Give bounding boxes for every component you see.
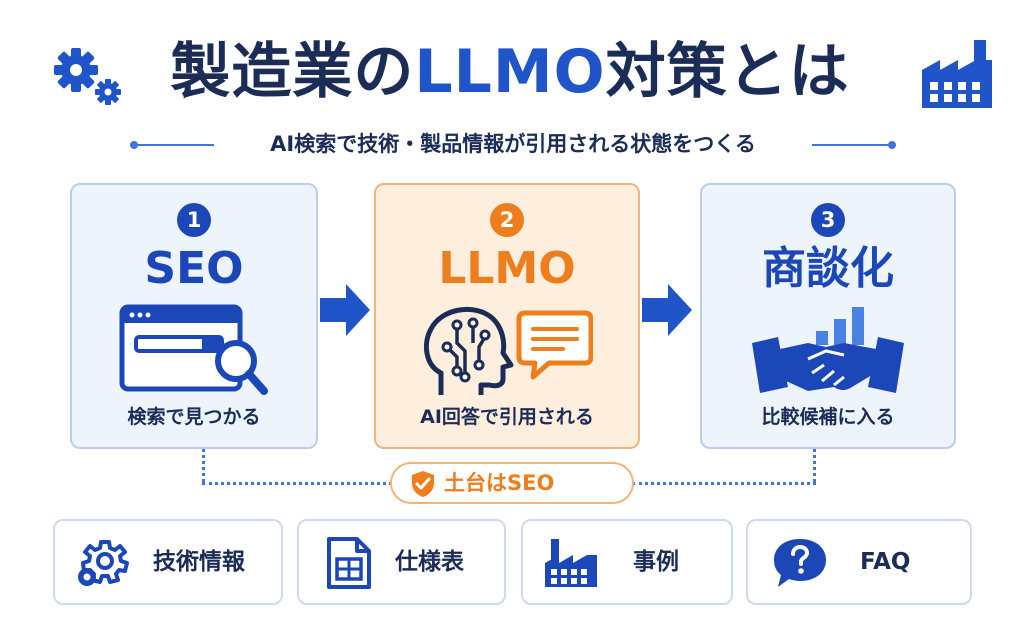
content-item-faq: FAQ — [746, 519, 972, 605]
step-caption: 検索で見つかる — [127, 406, 261, 428]
shield-check-icon — [412, 471, 434, 497]
step-card-llmo: 2 LLMO AI回答で引用される — [374, 183, 640, 449]
factory-icon — [922, 40, 992, 108]
connector-line — [202, 482, 392, 485]
step-number-badge: 2 — [490, 203, 524, 237]
step-title: LLMO — [438, 243, 576, 294]
title-part-3: 対策とは — [605, 37, 850, 107]
content-item-spec-sheet: 仕様表 — [297, 519, 506, 605]
content-item-label: 技術情報 — [153, 549, 245, 575]
gears-icon — [54, 48, 121, 105]
content-item-case-study: 事例 — [521, 519, 733, 605]
foundation-label: 土台はSEO — [444, 471, 555, 495]
title-part-1: 製造業の — [170, 37, 415, 107]
subtitle-line-right — [812, 144, 894, 146]
step-card-deal: 3 商談化 比較候補に入る — [700, 183, 956, 449]
arrow-right-icon — [320, 284, 370, 336]
title-part-2: LLMO — [414, 37, 606, 107]
subtitle-dot-right — [888, 141, 896, 149]
step-caption: AI回答で引用される — [420, 406, 594, 428]
spreadsheet-icon — [327, 537, 371, 589]
page-title: 製造業のLLMO対策とは — [130, 28, 890, 116]
content-item-label: FAQ — [860, 549, 911, 575]
connector-line — [202, 449, 205, 482]
step-number-badge: 1 — [177, 203, 211, 237]
step-title: SEO — [144, 243, 244, 294]
subtitle-row: AI検索で技術・製品情報が引用される状態をつくる — [0, 128, 1024, 160]
step-caption: 比較候補に入る — [761, 406, 895, 428]
step-number-badge: 3 — [811, 203, 845, 237]
content-item-label: 事例 — [633, 549, 679, 575]
ai-head-chat-icon — [423, 306, 593, 395]
handshake-growth-icon — [752, 307, 904, 393]
content-item-tech-info: 技術情報 — [53, 519, 283, 605]
subtitle-line-left — [132, 144, 214, 146]
header: 製造業のLLMO対策とは — [0, 28, 1024, 118]
factory-icon — [545, 539, 597, 587]
gear-icon — [78, 540, 129, 586]
browser-search-icon — [119, 304, 268, 395]
step-card-seo: 1 SEO 検索で見つかる — [70, 183, 318, 449]
step-title: 商談化 — [762, 243, 894, 294]
content-item-label: 仕様表 — [395, 549, 464, 575]
subtitle: AI検索で技術・製品情報が引用される状態をつくる — [270, 132, 756, 156]
foundation-badge: 土台はSEO — [390, 462, 634, 504]
connector-line — [632, 482, 816, 485]
connector-line — [813, 449, 816, 482]
question-bubble-icon — [774, 539, 826, 587]
arrow-right-icon — [642, 284, 692, 336]
